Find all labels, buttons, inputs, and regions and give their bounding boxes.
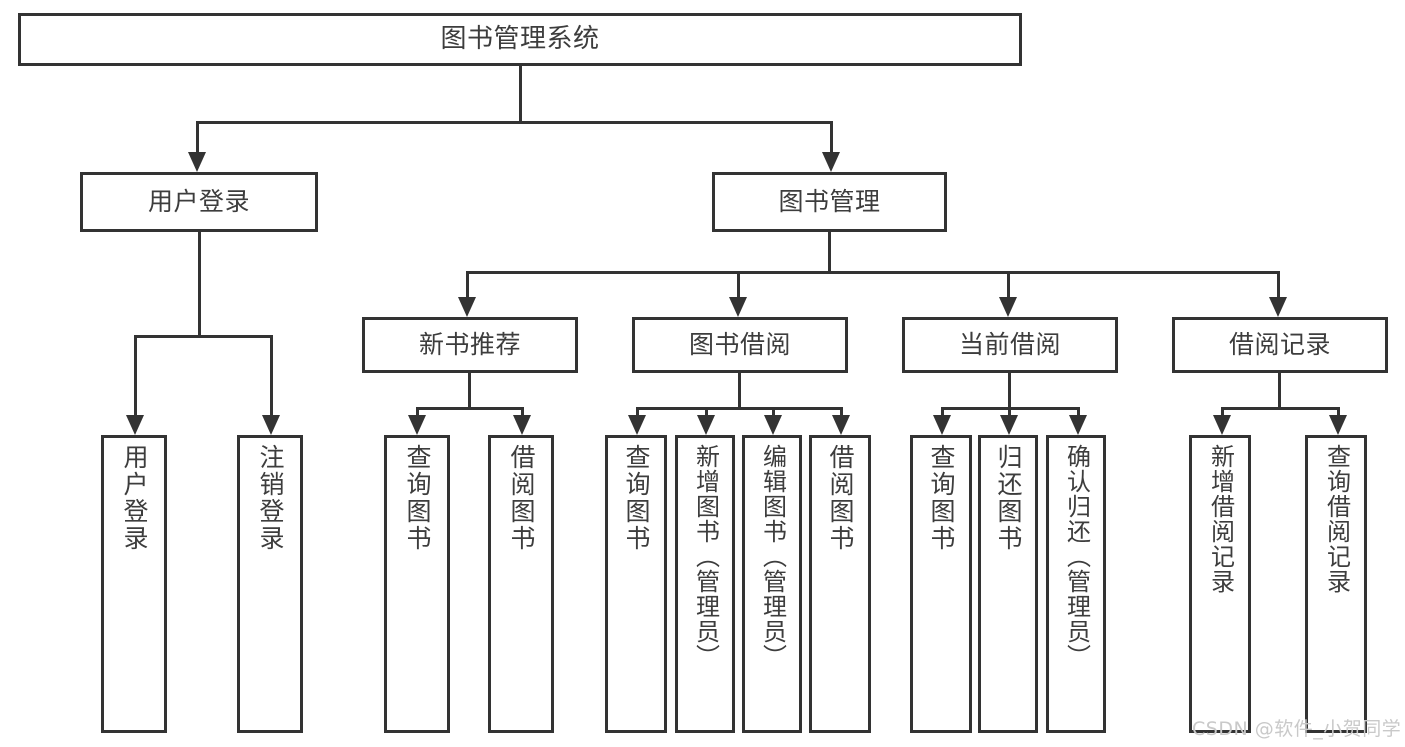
connector-current-borrow-drop-2 [1008,407,1011,415]
connector-book-borrow-drop-4 [840,407,843,415]
connector-user-login-stem [198,232,201,335]
leaf-query-book-borrow[interactable]: 查询图书 [605,435,667,733]
connector-borrow-record-drop-1 [1221,407,1224,415]
leaf-add-book-admin[interactable]: 新增图书（管理员） [675,435,735,733]
connector-user-login-drop-1 [134,335,137,415]
node-label: 图书借阅 [688,329,791,359]
arrow-to-leaf-book-borrow-4 [832,415,850,435]
leaf-edit-book-admin[interactable]: 编辑图书（管理员） [742,435,802,733]
node-label: 确认归还（管理员） [1062,444,1091,669]
connector-new-book-drop-1 [416,407,419,415]
arrow-to-leaf-borrow-record-1 [1213,415,1231,435]
connector-new-book-drop-2 [521,407,524,415]
connector-book-mgmt-stem [828,232,831,271]
connector-new-book-stem [468,373,471,407]
leaf-confirm-return-admin[interactable]: 确认归还（管理员） [1046,435,1106,733]
arrow-to-leaf-book-borrow-1 [628,415,646,435]
arrow-to-book-management [822,152,840,172]
node-user-login[interactable]: 用户登录 [80,172,318,232]
connector-root-bus [196,121,833,124]
node-root-system[interactable]: 图书管理系统 [18,13,1022,66]
connector-book-mgmt-bus [466,271,1280,274]
node-label: 查询借阅记录 [1322,444,1351,594]
leaf-query-borrow-record[interactable]: 查询借阅记录 [1305,435,1367,733]
connector-book-borrow-stem [738,373,741,407]
connector-book-mgmt-drop-3 [1007,271,1010,297]
connector-root-drop-left [196,121,199,152]
arrow-to-current-borrow [999,297,1017,317]
connector-book-borrow-drop-1 [636,407,639,415]
node-label: 新书推荐 [418,329,521,359]
connector-book-borrow-drop-3 [772,407,775,415]
node-borrow-record[interactable]: 借阅记录 [1172,317,1388,373]
connector-new-book-bus [416,407,524,410]
node-book-borrow[interactable]: 图书借阅 [632,317,848,373]
node-label: 图书管理系统 [440,23,600,54]
leaf-user-login[interactable]: 用户登录 [101,435,167,733]
node-label: 当前借阅 [958,329,1061,359]
node-label: 借阅记录 [1228,329,1331,359]
connector-borrow-record-drop-2 [1337,407,1340,415]
arrow-to-borrow-record [1269,297,1287,317]
connector-borrow-record-stem [1278,373,1281,407]
node-label: 查询图书 [927,444,956,552]
node-label: 用户登录 [147,186,250,216]
leaf-logout[interactable]: 注销登录 [237,435,303,733]
connector-book-mgmt-drop-1 [466,271,469,297]
arrow-to-leaf-current-borrow-1 [933,415,951,435]
connector-book-mgmt-drop-2 [737,271,740,297]
node-new-book-recommend[interactable]: 新书推荐 [362,317,578,373]
connector-current-borrow-stem [1008,373,1011,407]
node-current-borrow[interactable]: 当前借阅 [902,317,1118,373]
node-label: 查询图书 [622,444,651,552]
connector-book-mgmt-drop-4 [1277,271,1280,297]
arrow-to-leaf-current-borrow-2 [1000,415,1018,435]
connector-user-login-bus [134,335,273,338]
node-label: 借阅图书 [826,444,855,552]
leaf-borrow-book-new[interactable]: 借阅图书 [488,435,554,733]
node-label: 注销登录 [256,444,285,552]
arrow-to-leaf-book-borrow-2 [697,415,715,435]
connector-book-borrow-drop-2 [705,407,708,415]
node-label: 借阅图书 [507,444,536,552]
connector-book-borrow-bus [636,407,843,410]
arrow-to-new-book [458,297,476,317]
arrow-to-leaf-book-borrow-3 [764,415,782,435]
connector-root-drop-right [830,121,833,152]
watermark-text: CSDN @软件_小贺同学 [1192,718,1402,740]
arrow-to-leaf-borrow-record-2 [1329,415,1347,435]
leaf-add-borrow-record[interactable]: 新增借阅记录 [1189,435,1251,733]
arrow-to-leaf-new-book-1 [408,415,426,435]
node-label: 图书管理 [778,186,881,216]
node-label: 编辑图书（管理员） [758,444,787,669]
connector-user-login-drop-2 [270,335,273,415]
node-book-management[interactable]: 图书管理 [712,172,947,232]
connector-current-borrow-drop-1 [941,407,944,415]
node-label: 查询图书 [403,444,432,552]
connector-root-stem [519,66,522,121]
arrow-to-leaf-current-borrow-3 [1069,415,1087,435]
arrow-to-book-borrow [729,297,747,317]
leaf-query-book-current[interactable]: 查询图书 [910,435,972,733]
node-label: 用户登录 [120,444,149,552]
node-label: 新增借阅记录 [1206,444,1235,594]
node-label: 新增图书（管理员） [691,444,720,669]
arrow-to-user-login [188,152,206,172]
leaf-query-book-new[interactable]: 查询图书 [384,435,450,733]
leaf-borrow-book[interactable]: 借阅图书 [809,435,871,733]
connector-borrow-record-bus [1221,407,1340,410]
arrow-to-leaf-user-login-2 [262,415,280,435]
node-label: 归还图书 [994,444,1023,552]
connector-current-borrow-drop-3 [1077,407,1080,415]
leaf-return-book[interactable]: 归还图书 [978,435,1038,733]
arrow-to-leaf-new-book-2 [513,415,531,435]
arrow-to-leaf-user-login-1 [126,415,144,435]
